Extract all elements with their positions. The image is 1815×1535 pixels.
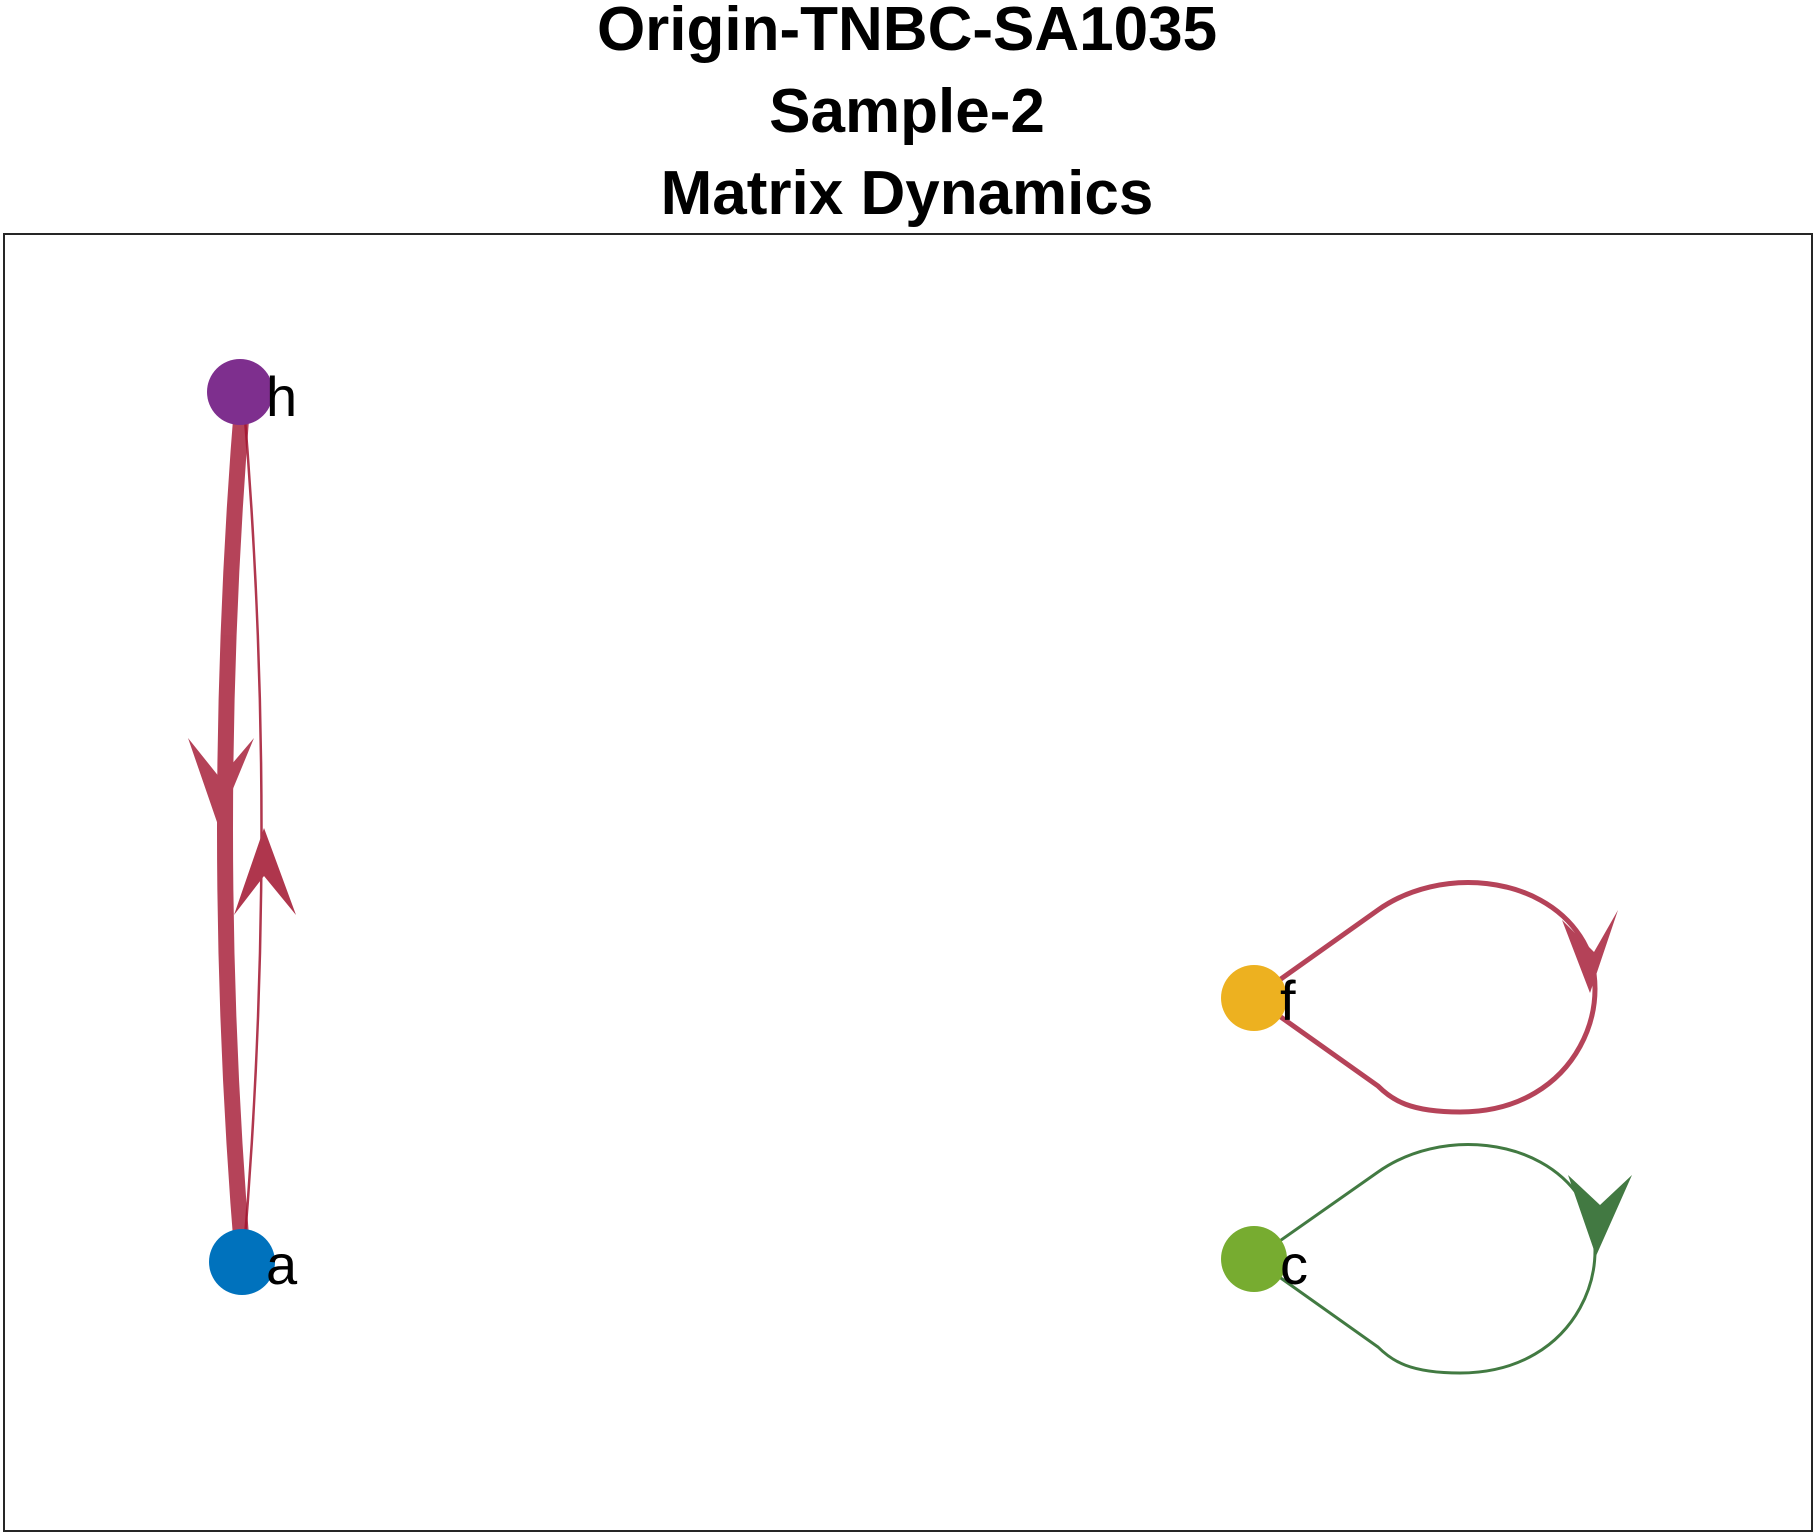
axes-frame (3, 233, 1813, 1532)
node-h: h (207, 359, 297, 428)
edge-c-self-loop-line (1253, 1143, 1597, 1375)
node-c-marker (1221, 1226, 1287, 1292)
figure-title-line-1: Origin-TNBC-SA1035 (597, 0, 1217, 64)
node-c: c (1221, 1226, 1308, 1296)
edge-a-to-h (234, 393, 296, 1263)
edge-c-self-loop-arrowhead (1568, 1175, 1632, 1256)
edge-f-self-loop (1252, 880, 1618, 1115)
edge-h-to-a (188, 393, 254, 1263)
edge-f-self-loop-line (1252, 880, 1598, 1115)
node-c-label: c (1280, 1233, 1308, 1296)
figure-title-line-3: Matrix Dynamics (661, 159, 1154, 228)
edge-h-to-a-arrowhead (188, 738, 254, 825)
node-f-marker (1221, 965, 1287, 1031)
edge-c-self-loop (1253, 1143, 1632, 1375)
node-a-marker (209, 1229, 275, 1295)
edge-a-to-h-line (241, 393, 263, 1263)
edge-h-to-a-line (217, 393, 251, 1263)
node-h-label: h (266, 365, 297, 428)
edge-a-to-h-arrowhead (234, 828, 296, 915)
node-f-label: f (1280, 969, 1296, 1032)
node-a: a (209, 1229, 298, 1296)
node-f: f (1221, 965, 1296, 1032)
edge-f-self-loop-arrowhead (1562, 910, 1618, 993)
node-h-marker (207, 359, 273, 425)
figure-title-line-2: Sample-2 (769, 77, 1045, 146)
node-a-label: a (266, 1233, 298, 1296)
